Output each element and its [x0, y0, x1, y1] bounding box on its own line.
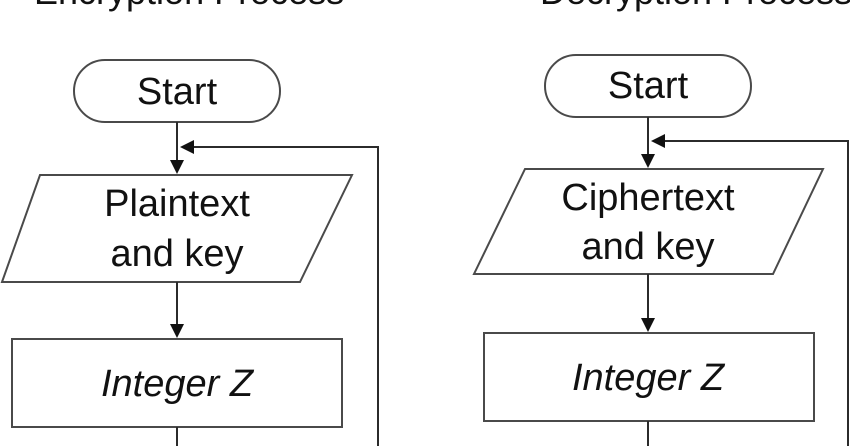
decryption-process-title: Decryption Process — [540, 0, 850, 12]
encryption-start-arrowhead — [170, 160, 184, 174]
decryption-loop-connector — [665, 140, 849, 446]
decryption-start-arrowhead — [641, 154, 655, 168]
encryption-input-parallelogram — [0, 174, 354, 283]
decryption-input-parallelogram — [472, 168, 825, 275]
encryption-input-arrowhead — [170, 324, 184, 338]
decryption-loop-arrowhead — [651, 134, 665, 148]
encryption-process-label: Integer Z — [101, 363, 255, 405]
encryption-process-box — [11, 338, 343, 428]
encryption-loop-connector — [194, 146, 379, 446]
decryption-input-label-line2: and key — [581, 226, 714, 268]
decryption-process-label: Integer Z — [572, 357, 726, 399]
encryption-start-label: Start — [137, 71, 218, 113]
encryption-input-label-line1: Plaintext — [104, 183, 250, 225]
decryption-process-box — [483, 332, 815, 422]
encryption-input-label-line2: and key — [110, 233, 243, 275]
decryption-flowchart: Start Ciphertext and key Integer Z — [472, 54, 849, 446]
encryption-process-title: Encryption Process — [34, 0, 344, 12]
decryption-start-label: Start — [608, 65, 689, 107]
decryption-input-arrowhead — [641, 318, 655, 332]
encryption-flowchart: Start Plaintext and key Integer Z — [0, 59, 379, 446]
encryption-loop-arrowhead — [180, 140, 194, 154]
decryption-input-label-line1: Ciphertext — [561, 177, 735, 219]
